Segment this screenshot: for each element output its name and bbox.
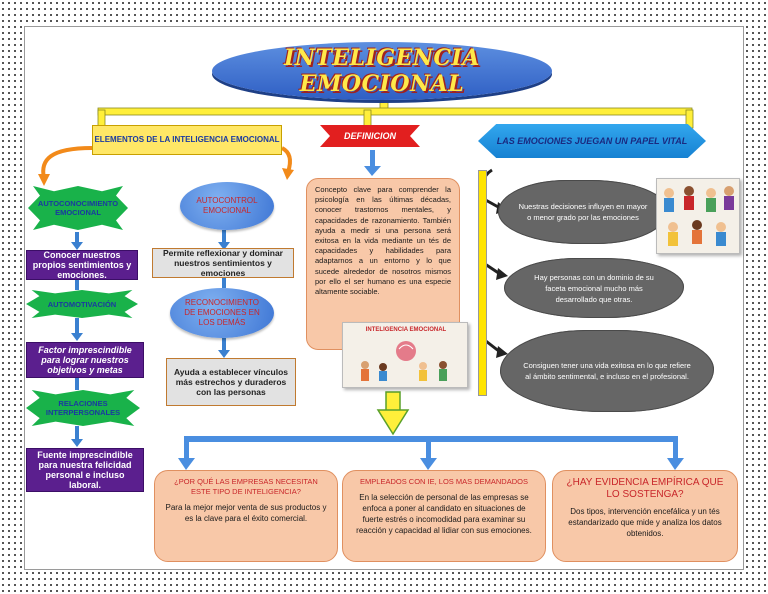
page-title: INTELIGENCIA EMOCIONAL	[284, 45, 480, 97]
cloud-decisiones: Nuestras decisiones influyen en mayor o …	[498, 180, 668, 244]
bottom-box-evidencia-title: ¿HAY EVIDENCIA EMPÍRICA QUE LO SOSTENGA?	[566, 477, 724, 500]
header-elementos: ELEMENTOS DE LA INTELIGENCIA EMOCIONAL	[92, 125, 282, 155]
emotions-image	[656, 178, 740, 254]
bottom-box-empresas-title: ¿POR QUÉ LAS EMPRESAS NECESITAN ESTE TIP…	[174, 477, 318, 496]
bottom-box-empresas-body: Para la mejor mejor venta de sus product…	[165, 503, 327, 523]
photo-caption: INTELIGENCIA EMOCIONAL	[365, 327, 447, 333]
bottom-box-evidencia: ¿HAY EVIDENCIA EMPÍRICA QUE LO SOSTENGA?…	[552, 470, 738, 562]
title-cloud	[212, 42, 552, 100]
purple-box-relaciones: Fuente imprescindible para nuestra felic…	[26, 448, 144, 492]
bottom-box-evidencia-body: Dos tipos, intervención encefálica y un …	[568, 507, 722, 538]
children-illustration	[361, 341, 447, 381]
definition-text: Concepto clave para comprender la psicol…	[315, 185, 451, 297]
bottom-box-empleados: EMPLEADOS CON IE, LOS MAS DEMANDADOS En …	[342, 470, 546, 562]
bottom-box-empleados-title: EMPLEADOS CON IE, LOS MAS DEMANDADOS	[360, 477, 528, 486]
gray-box-reconocimiento: Ayuda a establecer vínculos más estrecho…	[166, 358, 296, 406]
yellow-vertical-bar	[478, 170, 487, 396]
star-relaciones: RELACIONES INTERPERSONALES	[26, 390, 140, 426]
gray-box-autocontrol: Permite reflexionar y dominar nuestros s…	[152, 248, 294, 278]
header-emociones: LAS EMOCIONES JUEGAN UN PAPEL VITAL	[478, 124, 706, 158]
cloud-vida-exitosa: Consiguen tener una vida exitosa en lo q…	[500, 330, 714, 412]
bottom-box-empresas: ¿POR QUÉ LAS EMPRESAS NECESITAN ESTE TIP…	[154, 470, 338, 562]
ellipse-autocontrol: AUTOCONTROL EMOCIONAL	[180, 182, 274, 230]
bottom-box-empleados-body: En la selección de personal de las empre…	[356, 493, 532, 535]
photo-card: INTELIGENCIA EMOCIONAL	[342, 322, 468, 388]
emotions-people-illustration	[664, 186, 734, 246]
purple-box-autoconocimiento: Conocer nuestros propios sentimientos y …	[26, 250, 138, 280]
ellipse-reconocimiento: RECONOCIMIENTO DE EMOCIONES EN LOS DEMÁS	[170, 288, 274, 338]
purple-box-automotivacion: Factor imprescindible para lograr nuestr…	[26, 342, 144, 378]
header-definicion: DEFINICION	[320, 125, 420, 147]
star-automotivacion: AUTOMOTIVACIÓN	[26, 290, 138, 318]
cloud-dominio: Hay personas con un dominio de su faceta…	[504, 258, 684, 318]
definition-box: Concepto clave para comprender la psicol…	[306, 178, 460, 350]
star-autoconocimiento: AUTOCONOCIMIENTO EMOCIONAL	[28, 186, 128, 230]
